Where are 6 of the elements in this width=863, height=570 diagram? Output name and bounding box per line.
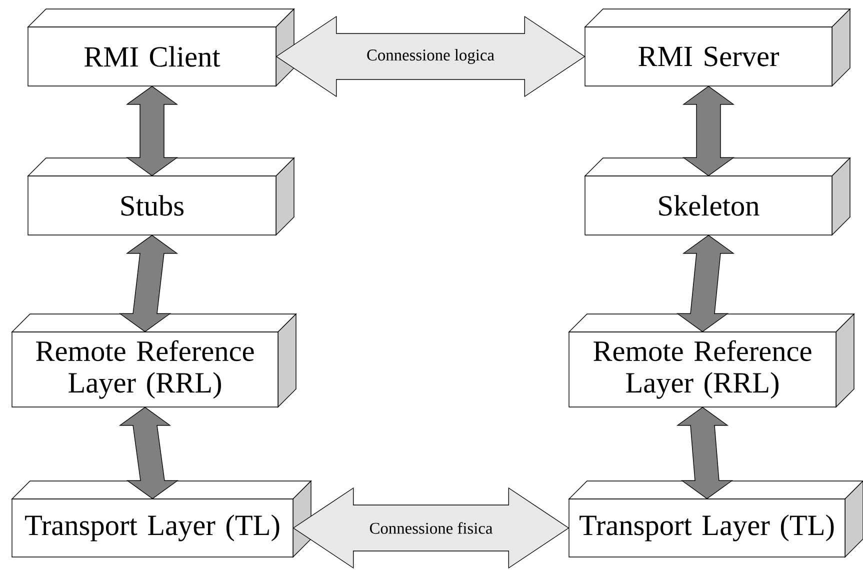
- block-arrow: [126, 86, 178, 176]
- block-arrow: [118, 234, 178, 332]
- edge-label: Connessione fisica: [368, 520, 494, 536]
- block-arrow: [676, 234, 735, 332]
- edge-label: Connessione logica: [365, 48, 496, 66]
- block-arrow: [682, 86, 735, 176]
